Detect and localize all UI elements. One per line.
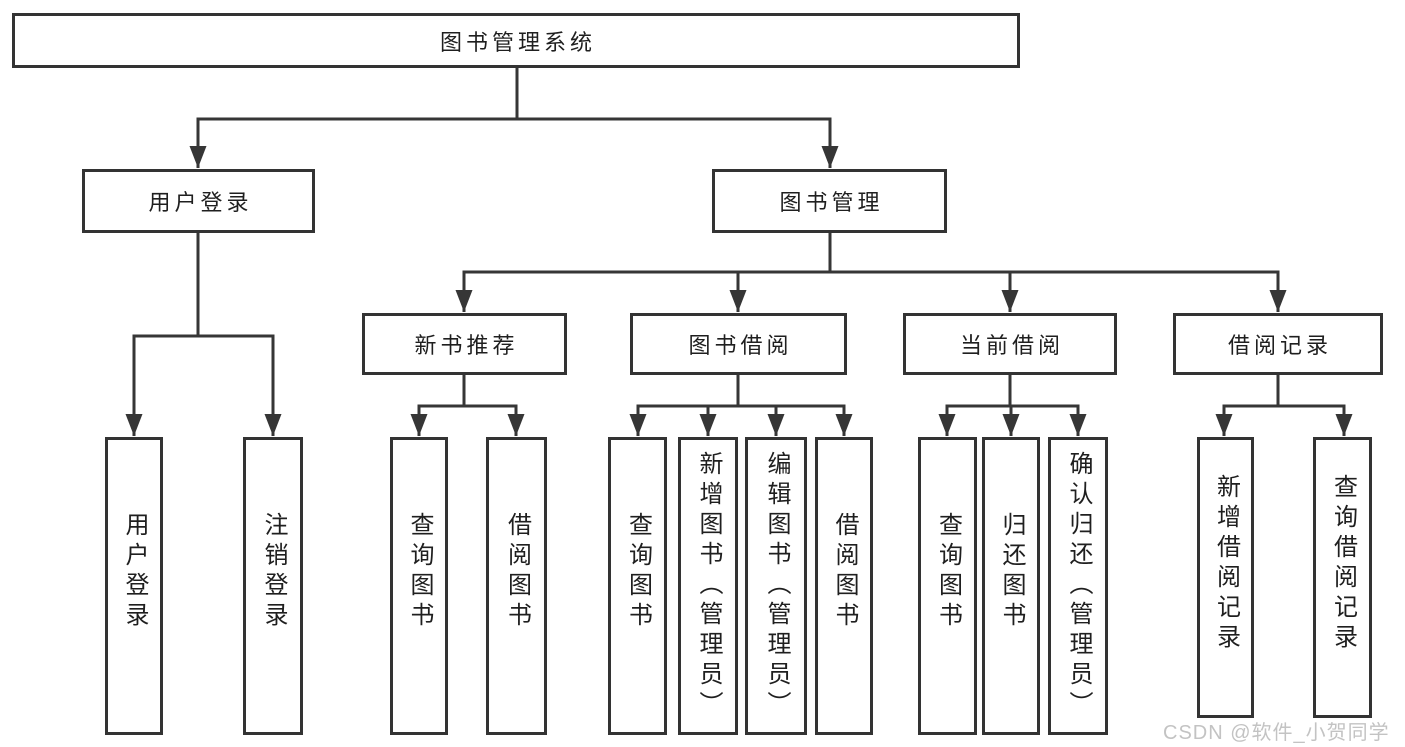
leaf-borrow-add-book-admin-label: 新增图书（管理员） [695,451,722,721]
leaf-current-query-book: 查询图书 [918,437,977,735]
node-book-borrow-label: 图书借阅 [688,333,793,358]
leaf-borrow-borrow-book: 借阅图书 [815,437,873,735]
node-borrow-record-label: 借阅记录 [1227,333,1332,358]
connector-recommend-to-leaves [410,375,525,436]
leaf-recommend-query-book: 查询图书 [390,437,448,735]
leaf-current-query-book-label: 查询图书 [934,512,962,632]
node-book-management-label: 图书管理 [779,190,884,215]
connector-borrow-to-leaves [629,375,853,436]
leaf-user-login-label: 用户登录 [121,512,148,632]
connector-login-to-leaves [125,233,282,436]
node-book-borrow: 图书借阅 [630,313,847,375]
node-user-login: 用户登录 [82,169,315,233]
leaf-borrow-edit-book-admin: 编辑图书（管理员） [745,437,807,735]
node-user-login-label: 用户登录 [148,190,253,215]
leaf-current-confirm-return-admin: 确认归还（管理员） [1048,437,1108,735]
node-current-borrow: 当前借阅 [903,313,1117,375]
leaf-recommend-borrow-book-label: 借阅图书 [503,512,531,632]
node-borrow-record: 借阅记录 [1173,313,1383,375]
node-new-book-recommend: 新书推荐 [362,313,567,375]
leaf-record-query-label: 查询借阅记录 [1329,473,1357,654]
leaf-recommend-borrow-book: 借阅图书 [486,437,547,735]
connector-record-to-leaves [1215,375,1353,436]
connector-management-to-level3 [455,233,1287,312]
connector-current-to-leaves [938,375,1087,436]
csdn-watermark: CSDN @软件_小贺同学 [1163,722,1390,744]
leaf-logout: 注销登录 [243,437,303,735]
leaf-borrow-query-book-label: 查询图书 [624,512,652,632]
leaf-current-return-book-label: 归还图书 [998,512,1025,632]
connector-root-to-level2 [189,68,839,168]
leaf-logout-label: 注销登录 [260,512,287,632]
leaf-user-login: 用户登录 [105,437,163,735]
leaf-borrow-add-book-admin: 新增图书（管理员） [678,437,738,735]
leaf-record-query: 查询借阅记录 [1313,437,1372,718]
leaf-borrow-query-book: 查询图书 [608,437,667,735]
leaf-record-add-label: 新增借阅记录 [1212,473,1240,654]
node-current-borrow-label: 当前借阅 [959,333,1064,358]
node-new-book-recommend-label: 新书推荐 [414,333,519,358]
node-book-management: 图书管理 [712,169,947,233]
leaf-current-return-book: 归还图书 [982,437,1040,735]
node-root-system-label: 图书管理系统 [439,29,596,55]
leaf-recommend-query-book-label: 查询图书 [406,512,433,632]
leaf-borrow-borrow-book-label: 借阅图书 [831,512,858,632]
leaf-current-confirm-return-admin-label: 确认归还（管理员） [1065,451,1092,721]
leaf-record-add: 新增借阅记录 [1197,437,1254,718]
node-root-system: 图书管理系统 [12,13,1020,68]
leaf-borrow-edit-book-admin-label: 编辑图书（管理员） [763,451,790,721]
